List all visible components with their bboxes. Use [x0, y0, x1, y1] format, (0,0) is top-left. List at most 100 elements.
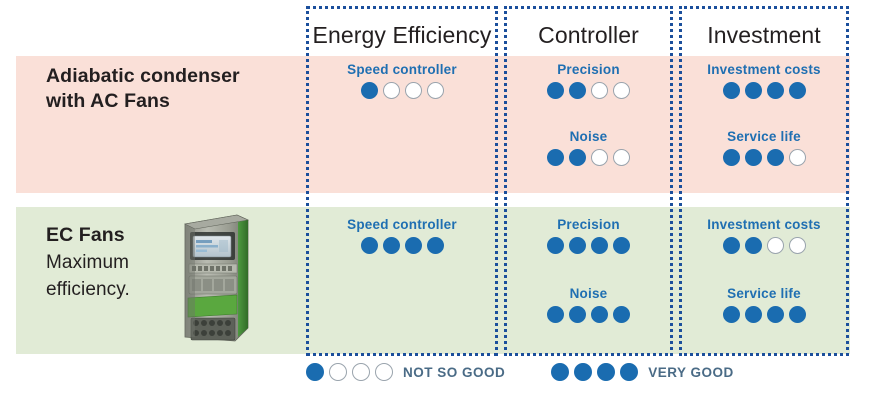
dot-empty [329, 363, 347, 381]
metric-label: Noise [569, 129, 608, 144]
column-header-label: Investment [707, 21, 821, 48]
dot-filled [569, 237, 586, 254]
metric-label: Investment costs [707, 217, 821, 232]
metric-ec-service-life: Service life [679, 286, 849, 323]
metric-ac-investment-costs: Investment costs [679, 62, 849, 99]
dot-empty [788, 149, 806, 166]
dot-filled [766, 306, 784, 323]
ec-fan-controller-image [184, 214, 250, 342]
dot-filled [744, 82, 762, 99]
rating-dots [679, 237, 849, 254]
dot-filled [744, 306, 762, 323]
column-header-energy-efficiency: Energy Efficiency [306, 16, 498, 54]
dot-filled [547, 306, 564, 323]
dot-filled [744, 149, 762, 166]
dot-filled [597, 363, 616, 381]
row-label-ac-fans: Adiabatic condenser with AC Fans [46, 64, 291, 114]
metric-ec-noise: Noise [504, 286, 673, 323]
dot-filled [382, 237, 400, 254]
row-title-ac-line1: Adiabatic condenser [46, 65, 240, 87]
dot-filled [591, 306, 608, 323]
dot-empty [375, 363, 393, 381]
row-band-ec-fans [16, 207, 850, 354]
dot-filled [722, 82, 740, 99]
rating-dots [679, 149, 849, 166]
dot-filled [360, 82, 378, 99]
row-label-ec-fans: EC Fans Maximum efficiency. [46, 222, 176, 303]
metric-ac-speed-controller: Speed controller [306, 62, 498, 99]
rating-dots [679, 82, 849, 99]
dot-empty [613, 82, 630, 99]
dot-empty [613, 149, 630, 166]
dot-filled [766, 82, 784, 99]
dot-empty [404, 82, 422, 99]
dot-filled [306, 363, 324, 381]
row-title-ac-line2: with AC Fans [46, 90, 170, 112]
row-subtitle-ec: Maximum efficiency. [46, 252, 130, 300]
metric-ac-noise: Noise [504, 129, 673, 166]
dot-empty [766, 237, 784, 254]
dot-filled [788, 306, 806, 323]
dot-filled [551, 363, 570, 381]
dot-filled [722, 306, 740, 323]
metric-ac-service-life: Service life [679, 129, 849, 166]
legend-item-not-so-good: NOT SO GOOD [306, 363, 505, 381]
rating-dots [551, 363, 639, 381]
dot-filled [547, 237, 564, 254]
metric-label: Precision [557, 217, 620, 232]
metric-label: Speed controller [347, 217, 457, 232]
dot-empty [352, 363, 370, 381]
rating-dots [504, 82, 673, 99]
rating-dots [306, 363, 393, 381]
rating-dots [306, 82, 498, 99]
legend-label: NOT SO GOOD [403, 364, 506, 380]
dot-filled [788, 82, 806, 99]
legend-item-very-good: VERY GOOD [551, 363, 734, 381]
metric-label: Service life [727, 129, 801, 144]
dot-filled [574, 363, 593, 381]
rating-dots [504, 237, 673, 254]
dot-filled [722, 237, 740, 254]
rating-dots [679, 306, 849, 323]
dot-empty [426, 82, 444, 99]
metric-ec-investment-costs: Investment costs [679, 217, 849, 254]
rating-dots [306, 237, 498, 254]
dot-filled [547, 149, 564, 166]
metric-ec-speed-controller: Speed controller [306, 217, 498, 254]
metric-label: Service life [727, 286, 801, 301]
dot-empty [382, 82, 400, 99]
row-title-ec: EC Fans [46, 224, 125, 246]
metric-label: Noise [569, 286, 608, 301]
metric-ec-precision: Precision [504, 217, 673, 254]
dot-filled [426, 237, 444, 254]
dot-filled [766, 149, 784, 166]
metric-label: Investment costs [707, 62, 821, 77]
dot-filled [360, 237, 378, 254]
metric-ac-precision: Precision [504, 62, 673, 99]
metric-label: Precision [557, 62, 620, 77]
dot-filled [722, 149, 740, 166]
column-header-label: Energy Efficiency [312, 21, 492, 48]
dot-filled [569, 82, 586, 99]
dot-empty [591, 149, 608, 166]
dot-filled [547, 82, 564, 99]
dot-filled [591, 237, 608, 254]
dot-empty [591, 82, 608, 99]
rating-dots [504, 306, 673, 323]
dot-filled [569, 149, 586, 166]
column-header-label: Controller [538, 21, 639, 48]
dot-filled [613, 237, 630, 254]
dot-filled [569, 306, 586, 323]
column-header-controller: Controller [504, 16, 673, 54]
dot-empty [788, 237, 806, 254]
dot-filled [744, 237, 762, 254]
dot-filled [613, 306, 630, 323]
row-band-ac-fans [16, 56, 850, 193]
rating-dots [504, 149, 673, 166]
dot-filled [620, 363, 639, 381]
rating-legend: NOT SO GOOD VERY GOOD [306, 363, 734, 381]
dot-filled [404, 237, 422, 254]
metric-label: Speed controller [347, 62, 457, 77]
column-header-investment: Investment [679, 16, 849, 54]
